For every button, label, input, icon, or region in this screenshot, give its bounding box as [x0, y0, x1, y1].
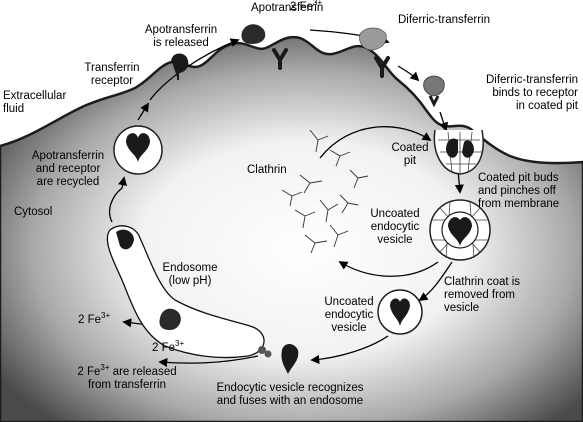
endosome-line-2: (low pH): [168, 275, 212, 287]
label-transferrin-receptor: Transferrin receptor: [72, 62, 152, 88]
label-fuses: Endocytic vesicle recognizes and fuses w…: [200, 382, 380, 408]
uncoated-vesicle-line-3: vesicle: [377, 234, 413, 246]
extracellular-line-2: fluid: [3, 103, 25, 115]
arrow-clathrin-to-pit: [319, 126, 432, 159]
uncoated-vesicle-line-2: endocytic: [370, 221, 420, 233]
uncoated-vesicle-b-line-1: Uncoated: [324, 296, 374, 308]
transferrin-receptor-line-2: receptor: [90, 75, 134, 87]
arrow-to-endosome: [310, 335, 389, 365]
receptor-membrane-2: [374, 56, 390, 78]
label-clathrin: Clathrin: [247, 164, 287, 176]
label-uncoated-vesicle-top: Uncoated endocytic vesicle: [362, 208, 428, 247]
coated-pit: [433, 129, 484, 175]
diferric-transferrin-free: [359, 27, 387, 51]
uncoated-vesicle-b-line-3: vesicle: [331, 322, 367, 334]
receptor-membrane-1: [272, 48, 288, 70]
coat-removed-line-2: removed from: [444, 289, 515, 301]
extracellular-line-1: Extracellular: [3, 90, 67, 102]
buds-line-3: from membrane: [478, 198, 560, 210]
transferrin-receptor-line-1: Transferrin: [84, 62, 140, 74]
label-coated-pit: Coated pit: [384, 142, 436, 168]
coated-vesicle: [429, 199, 491, 261]
endosome-transferrin: [159, 308, 181, 330]
label-extracellular-fluid: Extracellular fluid: [3, 90, 66, 116]
label-fe-released: 2 Fe3+ are released from transferrin: [52, 363, 202, 392]
fe-text: 2 Fe: [290, 1, 314, 13]
label-apotransferrin-released: Apotransferrin is released: [133, 24, 229, 50]
coated-pit-line-2: pit: [403, 155, 417, 167]
clathrin-triskelions: [281, 129, 369, 254]
label-uncoated-vesicle-bottom: Uncoated endocytic vesicle: [316, 296, 382, 335]
coated-pit-line-1: Coated: [391, 142, 429, 154]
fe-left-text: 2 Fe: [78, 314, 102, 326]
buds-line-1: Coated pit buds: [478, 172, 559, 184]
label-binds-receptor: Diferric-transferrin binds to receptor i…: [430, 74, 578, 113]
label-fe-left: 2 Fe3+: [78, 311, 111, 327]
fuses-line-2: and fuses with an endosome: [216, 395, 364, 407]
receptor-with-diferric: [423, 75, 445, 108]
binds-receptor-line-2: binds to receptor: [492, 87, 578, 99]
apotransferrin-free: [241, 24, 266, 44]
fe-mid-text: 2 Fe: [152, 342, 176, 354]
receptor-with-apotransferrin: [171, 53, 189, 80]
uncoated-vesicle-b-line-2: endocytic: [324, 309, 374, 321]
label-recycled: Apotransferrin and receptor are recycled: [18, 150, 118, 189]
endosome-receptor-top: [116, 229, 134, 250]
fe-mid-charge: 3+: [175, 339, 185, 349]
binds-receptor-line-1: Diferric-transferrin: [485, 74, 578, 86]
endosome-line-1: Endosome: [162, 262, 218, 274]
label-endosome: Endosome (low pH): [154, 262, 226, 288]
uncoated-vesicle: [377, 289, 423, 335]
recycled-line-1: Apotransferrin: [31, 150, 105, 162]
binds-receptor-line-3: in coated pit: [515, 100, 578, 112]
arrow-receptor-bind: [397, 65, 420, 82]
label-coat-removed: Clathrin coat is removed from vesicle: [444, 276, 520, 315]
arrow-to-membrane: [137, 102, 149, 121]
recycled-vesicle: [113, 125, 163, 175]
recycled-line-2: and receptor: [35, 163, 101, 175]
fe-left-charge: 3+: [101, 311, 111, 321]
uncoated-vesicle-line-1: Uncoated: [370, 208, 420, 220]
arrow-clathrin-return: [338, 261, 439, 277]
apotransferrin-released-line-2: is released: [153, 37, 209, 49]
fe-charge: 3+: [313, 0, 323, 8]
coat-removed-line-3: vesicle: [444, 302, 480, 314]
label-apotransferrin-top: Apotransferrin: [251, 2, 324, 14]
arrow-fe-release: [158, 355, 259, 368]
fusing-vesicle: [258, 344, 299, 374]
label-diferric-transferrin: Diferric-transferrin: [398, 14, 491, 26]
buds-line-2: and pinches off: [478, 185, 556, 197]
fuses-line-1: Endocytic vesicle recognizes: [216, 382, 364, 394]
arrow-uncoat: [418, 261, 453, 302]
fe-released-text: 2 Fe: [77, 366, 101, 378]
label-fe-mid: 2 Fe3+: [152, 339, 185, 355]
label-fe-top: 2 Fe3+: [290, 0, 323, 14]
fe-released-line-1: 2 Fe3+ are released: [52, 363, 202, 379]
fe-released-charge: 3+: [100, 363, 110, 373]
apotransferrin-released-line-1: Apotransferrin: [144, 24, 218, 36]
recycled-line-3: are recycled: [36, 176, 100, 188]
fe-released-line-2: from transferrin: [88, 379, 166, 391]
arrow-into-pit: [439, 111, 449, 132]
label-cytosol: Cytosol: [14, 206, 53, 218]
fe-released-rest: are released: [109, 366, 177, 378]
coat-removed-line-1: Clathrin coat is: [444, 276, 521, 288]
arrow-recycle-up: [108, 176, 128, 223]
label-buds: Coated pit buds and pinches off from mem…: [478, 172, 559, 211]
